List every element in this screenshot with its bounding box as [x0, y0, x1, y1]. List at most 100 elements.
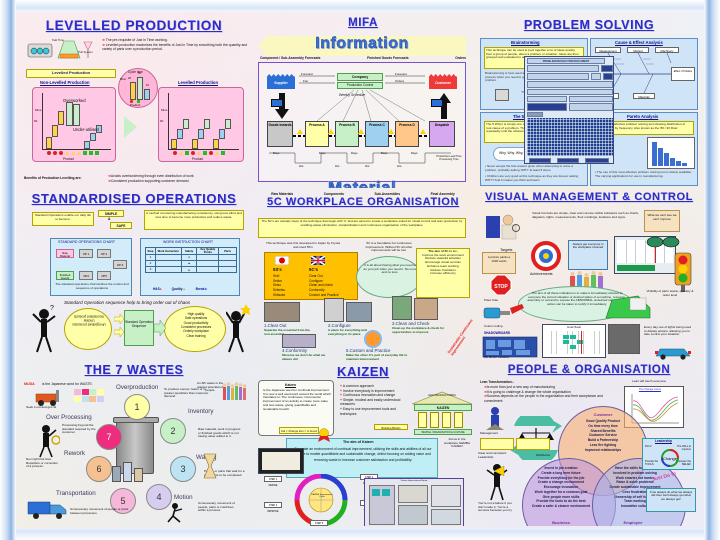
- leadership-tools: Provide the TOOLS: [645, 460, 659, 467]
- green-truck-icon: [605, 295, 651, 319]
- company-box: Company: [337, 73, 383, 81]
- wic-legend: H&S● Quality▲ Break★: [153, 287, 208, 291]
- supplier-icon: [267, 73, 295, 89]
- wic-row: 3★: [145, 266, 237, 273]
- shadowboard-sub: 5C driven initiative: [484, 355, 510, 359]
- always-involve-note: Always get everyone in the workplace inv…: [568, 240, 608, 270]
- every-day-note: Every day use of lights being used to di…: [644, 325, 692, 337]
- waste-desc-overproduction: To produce sooner, faster or in greater …: [164, 387, 209, 399]
- muda-label: MUDA: [24, 382, 35, 386]
- hrs-label-4: Hrs: [397, 164, 402, 168]
- step3-desc: Clean up the workplace & check for oppor…: [392, 326, 445, 334]
- traffic-light-icon: [674, 252, 692, 292]
- waste-desc-inventory: Raw material, work in progress or finish…: [198, 427, 241, 439]
- eighth-waste-note: An 8th waste is the wasted potential of …: [196, 381, 224, 393]
- workforce-label: Workforce: [536, 453, 551, 457]
- happy-person-icon: [226, 304, 250, 353]
- temple-kaizen-label: KAIZEN: [414, 404, 472, 411]
- step2-photo-a: [324, 298, 344, 322]
- vm-definition: Visual Controls are simple, clear and co…: [532, 211, 639, 219]
- panel-title-mifa: MIFA: [348, 17, 378, 29]
- visibility-note: Visibility of parts status, quantity & o…: [646, 289, 694, 297]
- kaizen-small-board: [258, 448, 304, 474]
- andon-title: Andon Board: [567, 326, 581, 329]
- leadership-box: Leadership DO it! The WILL to improve Pr…: [642, 438, 694, 470]
- seek-text: Seek it out and get rid: [26, 405, 57, 409]
- step1-title: 1.Clear Out: [264, 323, 287, 328]
- overworked-label: Overworked: [63, 98, 86, 103]
- cycle-product-label: Product: [130, 103, 141, 107]
- step5-desc: Make the other C's part of everyday life…: [346, 353, 408, 360]
- fishbone-materials: Materials: [633, 93, 655, 99]
- panel-5c-workplace: Raw Materials Components Sub-Assemblies …: [252, 190, 474, 360]
- hrs-label-3: Hrs: [365, 164, 370, 168]
- safe-chip: SAFE: [110, 222, 132, 229]
- inspector-icon: [39, 425, 60, 458]
- running-person-icon: [167, 503, 183, 523]
- people-group-icon: [570, 271, 603, 290]
- cycle-time-bubble: Cycle time Mins 20 30 10 Product: [118, 68, 158, 108]
- cans-group-icon: [112, 462, 143, 482]
- truck-icon-left: [271, 99, 283, 107]
- material-headers: Raw Materials Components Sub-Assemblies …: [271, 192, 455, 196]
- 5c-all-about-bubble: It is all about having what you need to …: [356, 256, 422, 298]
- fax-label: Fax: [303, 79, 309, 83]
- pareto-note: A simple but effective problem solving t…: [594, 121, 694, 135]
- pull-takt-icon-group: [27, 40, 93, 59]
- information-arrow-band: [258, 36, 466, 56]
- customer-label: Customer: [435, 81, 451, 85]
- cycle-step-1: STEP 1 DEFINE: [264, 476, 282, 487]
- forklift-icon: [35, 390, 59, 406]
- achievements-label: Achievements: [530, 272, 553, 276]
- management-label: Management: [480, 431, 499, 435]
- waste-circle-5: 5: [110, 488, 136, 514]
- pareto-chart: [647, 137, 695, 169]
- kaizen-scroll-text: Is the Japanese word for continual impro…: [263, 388, 331, 411]
- leadership-belief: Empower the BELIEF: [675, 460, 691, 467]
- orders-label: Orders: [395, 79, 405, 83]
- 5c-foundation-note: 5C is a foundation for continuous improv…: [365, 241, 413, 253]
- panel-title-kaizen: KAIZEN: [337, 364, 389, 379]
- picture-words-note: A picture paints a 1000 words: [482, 252, 516, 274]
- order-words: High quality Safe operations Good produc…: [180, 312, 212, 338]
- wic-title: WORK INSTRUCTION CHART: [163, 240, 214, 244]
- kaizen-aim-title: The aim of Kaizen: [343, 440, 374, 444]
- production-control-box: Production Control: [337, 82, 383, 89]
- venn-title-customer: Customer: [593, 412, 613, 417]
- waste-circle-6: 6: [86, 456, 112, 482]
- 5c-aim-title: The aim of 5C is to:-: [428, 249, 458, 253]
- svg-text:?: ?: [50, 305, 54, 312]
- kaizen-bullets: + A common approach + Involve everybody …: [340, 384, 401, 416]
- process-a-box: Process A: [305, 121, 329, 147]
- transform-bullets: ➜Is more than just a new way of manufact…: [484, 385, 603, 403]
- waste-label-rework: Rework: [64, 450, 85, 457]
- product-label-left: Product: [63, 157, 74, 161]
- fishbone-method: Method: [627, 47, 649, 53]
- sequence-line: Standard Operation sequence help to brin…: [64, 300, 191, 305]
- days-label-3: Days: [351, 151, 358, 155]
- kaizen-cycle-center: KAIZEN Improvement Cycle: [311, 494, 333, 498]
- vm-aim-text: The aim of all these indicators is to ma…: [527, 291, 627, 307]
- step2-photo-b: [346, 302, 372, 322]
- standard-ops-method-note: A method of ensuring manufacturing consi…: [144, 210, 244, 230]
- benefits-label: Benefits of Production Levelling are:: [24, 176, 82, 180]
- step3-photo-b: [414, 298, 438, 320]
- standard-operations-chart: STANDARD OPERATIONS CHART Raw Material O…: [50, 238, 132, 296]
- step2-title: 2.Configure: [328, 323, 351, 328]
- simple-chip: SIMPLE: [98, 210, 124, 217]
- step4-photo: [282, 334, 316, 348]
- presenter-icon: [486, 214, 520, 240]
- axis-label-60-left: 60: [34, 119, 38, 123]
- forecast-label-right: Forecast: [395, 72, 407, 76]
- days-label-4: Days: [381, 151, 388, 155]
- benefits-list: ➜Avoids overburdening through even distr…: [108, 174, 194, 183]
- leader-flag-icon: [486, 464, 508, 501]
- building-blocks-chip: Building Blocks: [374, 424, 408, 430]
- leadership-cycle-icon: Change: [661, 449, 679, 467]
- waste-circle-3: 3: [170, 456, 196, 482]
- cant-see-note: What we can't see we can't improve: [644, 210, 680, 232]
- standard-ops-enable-note: Standard Operations enable our daily lif…: [32, 212, 94, 226]
- panel-visual-management: VISUAL MANAGEMENT & CONTROL Visual Contr…: [476, 190, 702, 360]
- poka-yoke-icon: [483, 304, 524, 319]
